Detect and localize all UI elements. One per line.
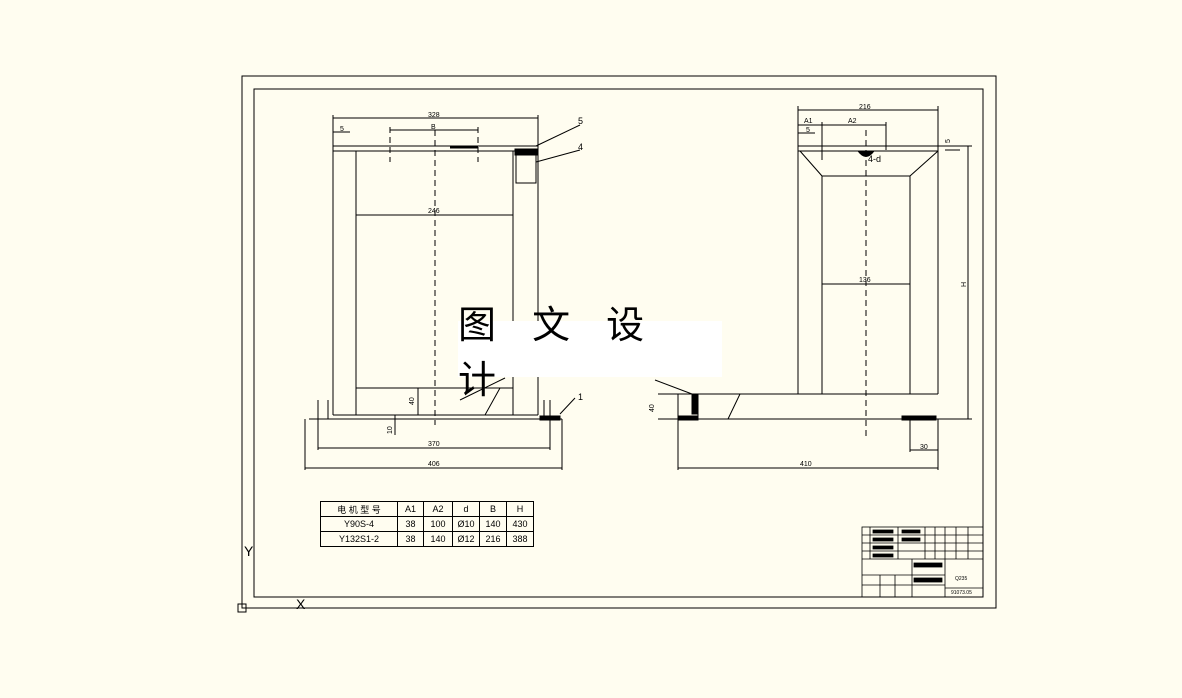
dim-410: 410 [800,461,812,468]
table-cell: 388 [506,531,534,547]
dim-10: 10 [387,426,394,434]
table-cell: Ø12 [452,531,480,547]
table-cell: Y90S-4 [320,516,398,532]
table-header-row: 电 机 型 号 A1 A2 d B H [320,501,534,517]
dim-328: 328 [428,112,440,119]
header-cell: 电 机 型 号 [320,501,398,517]
right-view [654,106,972,470]
dim-246: 246 [428,208,440,215]
dim-30: 30 [920,444,928,451]
ucs-icon [237,560,296,613]
dim-216: 216 [859,104,871,111]
dim-4-d: 4-d [868,154,881,164]
part-label-5: 5 [578,116,583,126]
inner-frame [253,88,984,598]
table-cell: 38 [397,531,424,547]
dim-b: B [431,124,436,131]
table-cell: 140 [479,516,507,532]
table-cell: 100 [423,516,453,532]
watermark-text: 图 文 设 计 [458,303,657,402]
dim-40-right: 40 [649,404,656,412]
axis-y-label: Y [244,543,254,559]
table-cell: Y132S1-2 [320,531,398,547]
table-cell: 430 [506,516,534,532]
part-label-4: 4 [578,142,583,152]
table-cell: 216 [479,531,507,547]
header-cell: H [506,501,534,517]
header-cell: B [479,501,507,517]
title-code: 91073.05 [951,590,972,596]
dim-40-left: 40 [409,397,416,405]
watermark-banner: 图 文 设 计 [458,303,722,402]
dim-a2: A2 [848,118,857,125]
header-cell: A1 [397,501,424,517]
table-cell: Ø10 [452,516,480,532]
dim-5-left: 5 [340,126,344,133]
dim-5-right-a: 5 [806,127,810,134]
motor-spec-table: 电 机 型 号 A1 A2 d B H Y90S-4 38 100 Ø10 14… [320,501,534,547]
outer-frame [241,75,997,609]
dim-5-right-b: 5 [945,139,952,143]
header-cell: d [452,501,480,517]
table-row: Y132S1-2 38 140 Ø12 216 388 [320,531,534,547]
dim-370: 370 [428,441,440,448]
part-label-1: 1 [578,392,583,402]
dim-406: 406 [428,461,440,468]
table-cell: 38 [397,516,424,532]
title-material: Q235 [955,576,967,582]
dim-h: H [961,282,968,287]
header-cell: A2 [423,501,453,517]
table-cell: 140 [423,531,453,547]
table-row: Y90S-4 38 100 Ø10 140 430 [320,516,534,532]
title-block [861,526,984,598]
dim-a1: A1 [804,118,813,125]
dim-136: 136 [859,277,871,284]
axis-x-label: X [296,596,306,612]
left-view [304,115,581,470]
